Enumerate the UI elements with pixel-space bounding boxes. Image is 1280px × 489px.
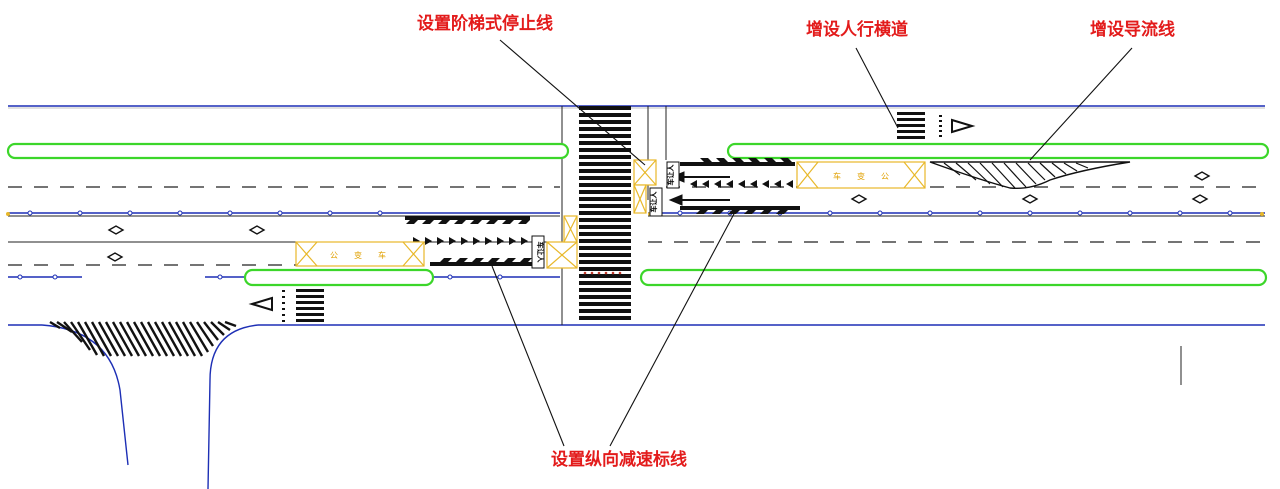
lower-left-crosswalk — [282, 289, 324, 322]
yield-box-left: 车让人 — [531, 235, 545, 269]
slow-text-r2: 变 — [857, 171, 865, 181]
decel-left-chevrons — [413, 237, 528, 245]
yield-box-upper: 车让人 — [666, 161, 680, 189]
slow-text-l3: 车 — [378, 250, 386, 260]
yellow-stop-boxes — [546, 159, 657, 269]
yield-box-right: 车让人 — [649, 187, 663, 217]
triangle-upper-right — [951, 118, 976, 134]
callout-add-crosswalk: 增设人行横道 — [806, 20, 908, 40]
corner-hatch — [49, 320, 237, 357]
callout-stepped-stop-line: 设置阶梯式停止线 — [417, 14, 553, 34]
callout-decel-marking: 设置纵向减速标线 — [551, 450, 687, 470]
yellow-slow-box-left — [295, 241, 425, 267]
yield-text-upper: 车让人 — [666, 164, 675, 186]
leader-lines — [491, 39, 1133, 447]
main-crosswalk — [579, 106, 631, 320]
callout-add-guide-line: 增设导流线 — [1090, 20, 1175, 40]
lane-dashes — [8, 186, 1265, 266]
decel-left-lower — [430, 258, 540, 266]
slow-text-r3: 公 — [881, 172, 889, 181]
green-islands — [6, 142, 1270, 287]
decel-right-lower — [680, 206, 800, 214]
upper-right-crosswalk — [897, 112, 942, 139]
slow-box-left-text: 公 变 车 — [330, 250, 386, 260]
decel-right-chevrons — [690, 180, 793, 188]
slow-text-l2: 变 — [354, 250, 362, 260]
yield-text-right: 车让人 — [649, 191, 658, 213]
slow-box-right-text: 车 变 公 — [833, 171, 889, 181]
slow-text-r1: 车 — [833, 171, 841, 181]
slow-text-l1: 公 — [330, 251, 338, 260]
decel-left-upper — [405, 216, 530, 224]
yellow-slow-box-right — [796, 161, 926, 189]
yield-text-left: 车让人 — [536, 242, 545, 264]
guide-line-area — [929, 161, 1131, 190]
crosswalk-red-dots — [583, 271, 622, 275]
diamond-markings — [106, 171, 1211, 262]
triangle-lower-left — [248, 296, 273, 312]
decel-right-upper — [680, 158, 795, 166]
